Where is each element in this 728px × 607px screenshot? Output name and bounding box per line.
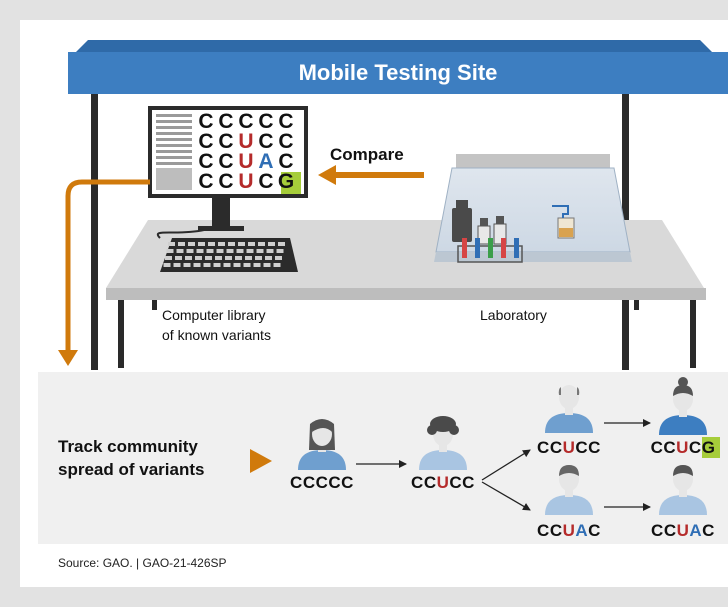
lab-equipment xyxy=(452,200,575,263)
screen-letter: C xyxy=(198,150,213,173)
person-6: CCUAC xyxy=(651,465,715,540)
person-4-sequence: CCUCG xyxy=(651,438,716,457)
laboratory-label: Laboratory xyxy=(480,307,547,323)
keyboard-cable xyxy=(156,229,205,239)
screen-letter: U xyxy=(238,170,253,193)
community-band xyxy=(38,372,728,544)
person-1-sequence: CCCCC xyxy=(290,473,354,492)
source-note: Source: GAO. | GAO-21-426SP xyxy=(58,556,227,570)
screen-letter: C xyxy=(278,110,293,133)
person-5: CCUAC xyxy=(537,465,601,540)
screen-letter: C xyxy=(198,170,213,193)
screen-letter: C xyxy=(258,170,273,193)
person-1: CCCCC xyxy=(290,419,354,492)
person-2: CCUCC xyxy=(411,416,475,492)
canopy: Mobile Testing Site xyxy=(68,40,728,94)
track-pointer-icon xyxy=(250,449,272,473)
tent-post-left xyxy=(91,94,98,370)
computer-label-line1: Computer library xyxy=(162,307,265,323)
monitor-sidebar-lines xyxy=(156,114,192,165)
canopy-title: Mobile Testing Site xyxy=(299,60,498,85)
screen-letter: C xyxy=(258,110,273,133)
screen-letter: C xyxy=(198,130,213,153)
transmission-arrows xyxy=(356,419,651,511)
screen-letter: C xyxy=(258,130,273,153)
screen-letter: C xyxy=(218,130,233,153)
person-4: CCUCG xyxy=(651,377,720,458)
keyboard xyxy=(160,238,298,272)
person-6-sequence: CCUAC xyxy=(651,521,715,540)
screen-letter: C xyxy=(278,130,293,153)
person-2-sequence: CCUCC xyxy=(411,473,475,492)
compare-label: Compare xyxy=(330,145,404,164)
person-3: CCUCC xyxy=(537,385,601,457)
screen-letter: C xyxy=(238,110,253,133)
track-label-line2: spread of variants xyxy=(58,460,204,479)
screen-letter: U xyxy=(238,130,253,153)
track-label-line1: Track community xyxy=(58,437,198,456)
screen-letter: C xyxy=(278,150,293,173)
screen-letter: C xyxy=(218,150,233,173)
person-5-sequence: CCUAC xyxy=(537,521,601,540)
monitor-sidebar-block xyxy=(156,168,192,190)
arrow-p2-p5 xyxy=(481,481,531,511)
compare-arrow xyxy=(318,165,424,185)
variant-highlight-box xyxy=(281,172,301,194)
screen-letter: A xyxy=(258,150,273,173)
screen-letter: C xyxy=(198,110,213,133)
arrow-p2-p3 xyxy=(481,449,531,481)
person-3-sequence: CCUCC xyxy=(537,438,601,457)
screen-letter: G xyxy=(278,170,294,193)
screen-letter: C xyxy=(218,110,233,133)
person-4-variant-highlight xyxy=(702,437,720,458)
flow-arrow-to-community xyxy=(58,179,150,366)
computer-label-line2: of known variants xyxy=(162,327,271,343)
screen-letter: C xyxy=(218,170,233,193)
screen-letter: U xyxy=(238,150,253,173)
